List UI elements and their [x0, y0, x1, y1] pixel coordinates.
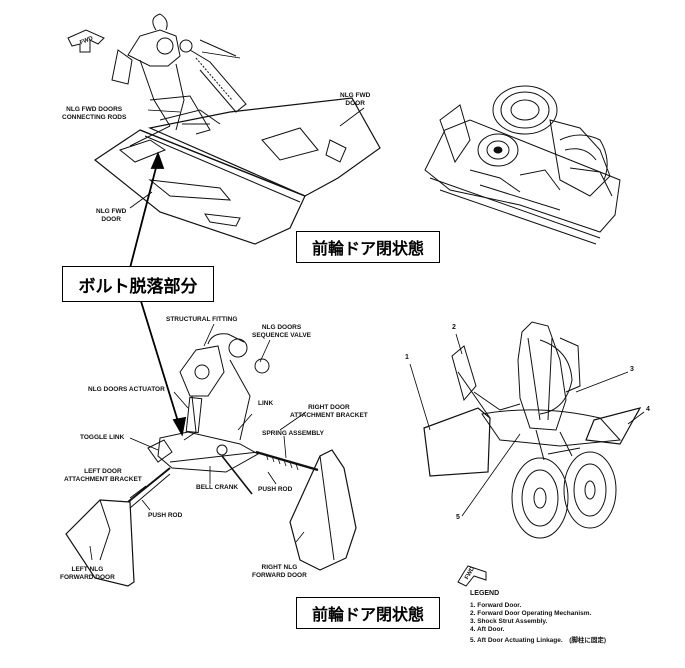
- left-forward-door-label-line1: LEFT NLG: [71, 566, 104, 573]
- left-forward-door-label: LEFT NLG FORWARD DOOR: [60, 566, 115, 581]
- right-forward-door-label: RIGHT NLG FORWARD DOOR: [252, 564, 307, 579]
- bottom-right-gear-drawing: [423, 321, 642, 587]
- connecting-rods-label-line1: NLG FWD DOORS: [66, 106, 123, 113]
- legend-item-1: 1. Forward Door.: [470, 602, 522, 609]
- legend-item-5: 5. Aft Door Actuating Linkage. (脚柱に固定): [470, 637, 607, 644]
- right-fwd-door-label-line2: DOOR: [345, 99, 365, 107]
- top-left-door-assembly: [67, 13, 381, 245]
- link-label: LINK: [258, 400, 274, 407]
- push-rod-right-label: PUSH ROD: [258, 486, 293, 493]
- connecting-rods-label: NLG FWD DOORS CONNECTING RODS: [62, 106, 126, 121]
- door-closed-state-label-top: 前輪ドア閉状態: [296, 231, 440, 263]
- callout-1: 1: [405, 354, 409, 361]
- right-fwd-door-label: NLG FWD DOOR: [340, 92, 370, 107]
- top-right-gear-drawing: [424, 85, 621, 245]
- push-rod-left-label: PUSH ROD: [148, 512, 183, 519]
- bolt-arrows: [129, 151, 187, 437]
- bottom-left-mechanism: [65, 333, 357, 587]
- spring-assembly-label: SPRING ASSEMBLY: [262, 430, 325, 437]
- right-fwd-door-label-line1: NLG FWD: [340, 92, 371, 99]
- right-forward-door-label-line2: FORWARD DOOR: [252, 571, 307, 579]
- door-closed-state-label-bottom: 前輪ドア閉状態: [296, 597, 440, 629]
- connecting-rods-label-line2: CONNECTING RODS: [62, 113, 127, 121]
- legend-item-2: 2. Forward Door Operating Mechanism.: [470, 610, 592, 617]
- callout-4: 4: [646, 406, 650, 413]
- sequence-valve-label-line2: SEQUENCE VALVE: [252, 331, 311, 339]
- bolt-missing-label: ボルト脱落部分: [62, 266, 214, 302]
- right-door-bracket-label: RIGHT DOOR ATTACHMENT BRACKET: [290, 404, 368, 419]
- left-fwd-door-label-line2: DOOR: [101, 215, 121, 223]
- callout-5: 5: [456, 514, 460, 521]
- sequence-valve-label: NLG DOORS SEQUENCE VALVE: [252, 324, 311, 339]
- legend-item-3: 3. Shock Strut Assembly.: [470, 618, 548, 625]
- left-door-bracket-label: LEFT DOOR ATTACHMENT BRACKET: [64, 468, 142, 483]
- callout-2: 2: [452, 324, 456, 331]
- legend-title: LEGEND: [470, 590, 500, 597]
- sequence-valve-label-line1: NLG DOORS: [261, 324, 302, 331]
- bell-crank-label: BELL CRANK: [196, 484, 239, 491]
- right-forward-door-label-line1: RIGHT NLG: [261, 564, 298, 571]
- left-fwd-door-label-line1: NLG FWD: [96, 208, 127, 215]
- left-forward-door-label-line2: FORWARD DOOR: [60, 573, 115, 581]
- left-door-bracket-label-line1: LEFT DOOR: [84, 468, 122, 475]
- right-door-bracket-label-line1: RIGHT DOOR: [308, 404, 350, 411]
- callout-3: 3: [630, 366, 634, 373]
- legend-item-4: 4. Aft Door.: [470, 626, 505, 633]
- right-door-bracket-label-line2: ATTACHMENT BRACKET: [290, 411, 368, 419]
- leader-lines: [89, 51, 645, 561]
- doors-actuator-label: NLG DOORS ACTUATOR: [88, 386, 165, 393]
- left-door-bracket-label-line2: ATTACHMENT BRACKET: [64, 475, 142, 483]
- structural-fitting-label: STRUCTURAL FITTING: [166, 316, 238, 323]
- left-fwd-door-label: NLG FWD DOOR: [96, 208, 126, 223]
- toggle-link-label: TOGGLE LINK: [80, 434, 125, 441]
